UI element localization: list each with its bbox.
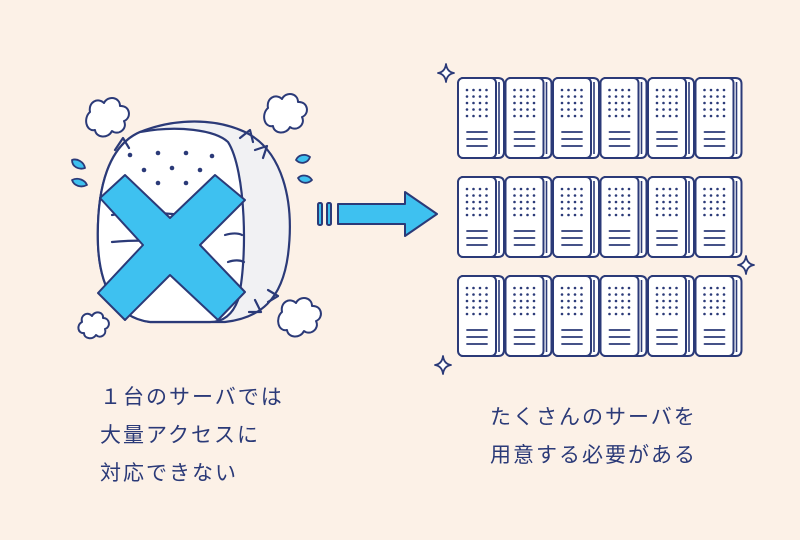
puff-cloud-icon: [77, 311, 110, 340]
server-icon: [552, 77, 600, 159]
cross-mark-icon: [97, 174, 246, 321]
server-icon: [694, 176, 743, 258]
sweat-drop-icon: [71, 158, 86, 170]
sweat-drop-icon: [297, 174, 313, 184]
puff-cloud-icon: [85, 97, 130, 138]
sparkle-icon: [434, 355, 452, 375]
left-caption-line: 大量アクセスに: [100, 423, 260, 447]
server-icon: [694, 77, 743, 159]
server-icon: [694, 275, 743, 357]
server-icon: [504, 77, 553, 159]
server-grid: [457, 77, 743, 357]
server-icon: [504, 275, 553, 357]
left-caption-line: １台のサーバでは: [100, 385, 284, 409]
overloaded-server-group: [71, 93, 322, 340]
server-icon: [504, 176, 553, 258]
server-icon: [552, 176, 600, 258]
server-icon: [552, 275, 600, 357]
server-icon: [647, 275, 695, 357]
right-caption: たくさんのサーバを 用意する必要がある: [490, 398, 697, 474]
server-icon: [457, 77, 505, 159]
puff-cloud-icon: [263, 93, 308, 134]
server-icon: [599, 77, 648, 159]
server-icon: [457, 176, 505, 258]
server-icon: [599, 176, 648, 258]
sweat-drop-icon: [71, 177, 88, 188]
server-icon: [599, 275, 648, 357]
server-icon: [457, 275, 505, 357]
arrow-right-icon: [317, 191, 438, 237]
sweat-drop-icon: [295, 153, 311, 164]
right-caption-line: たくさんのサーバを: [490, 405, 697, 429]
sparkle-icon: [737, 255, 755, 275]
left-caption: １台のサーバでは 大量アクセスに 対応できない: [100, 378, 284, 492]
right-caption-line: 用意する必要がある: [490, 443, 697, 467]
sparkle-icon: [437, 63, 455, 83]
left-caption-line: 対応できない: [100, 461, 238, 485]
server-icon: [647, 77, 695, 159]
puff-cloud-icon: [277, 297, 322, 338]
server-icon: [647, 176, 695, 258]
